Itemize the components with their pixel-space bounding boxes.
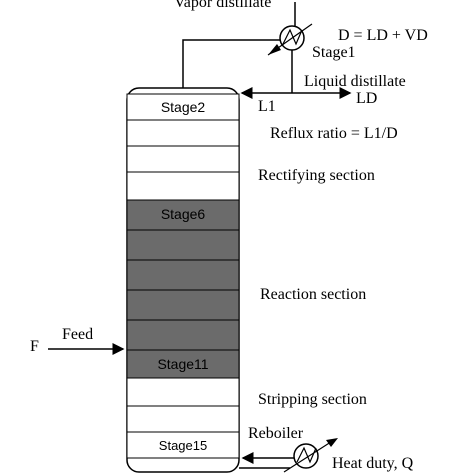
- vapor-distillate-label: Vapor distillate: [174, 0, 271, 11]
- liquid-distillate-label: Liquid distillate: [304, 73, 406, 90]
- stage15-label: Stage15: [159, 438, 207, 453]
- tray-stage15: [126, 431, 240, 459]
- feed-stream: F Feed: [30, 326, 125, 355]
- tray-stage6: [126, 199, 240, 231]
- tray-13: [126, 405, 240, 433]
- stage6-label: Stage6: [161, 206, 206, 222]
- reboiler-label: Reboiler: [248, 425, 304, 442]
- distillation-column: Stage2 Stage6 Stage11 Stage15: [126, 87, 240, 473]
- heat-duty-arrow: [326, 438, 338, 447]
- condenser-stage-label: Stage1: [312, 44, 356, 61]
- stage11-label: Stage11: [157, 356, 208, 372]
- stage2-label: Stage2: [161, 99, 206, 115]
- reboiler-coil: [296, 446, 317, 464]
- l1-label: L1: [258, 98, 276, 115]
- heat-duty-label: Heat duty, Q: [332, 455, 414, 472]
- tray-10: [126, 319, 240, 351]
- tray-5: [126, 171, 240, 201]
- tray-3: [126, 119, 240, 147]
- distillate-equation: D = LD + VD: [338, 27, 428, 44]
- tray-4: [126, 145, 240, 173]
- tray-9: [126, 289, 240, 321]
- reboiler-circle: [293, 443, 319, 469]
- tray-stage11: [126, 349, 240, 379]
- stripping-section-label: Stripping section: [258, 391, 367, 408]
- reboiler: Reboiler Heat duty, Q: [239, 425, 414, 473]
- overhead-piping: [182, 2, 352, 99]
- condenser: [267, 23, 313, 56]
- tray-7: [126, 229, 240, 261]
- reaction-section-label: Reaction section: [260, 286, 366, 303]
- reflux-ratio-label: Reflux ratio = L1/D: [270, 125, 398, 142]
- ld-label: LD: [356, 90, 377, 107]
- feed-label: Feed: [62, 326, 93, 343]
- tray-stage2: [126, 93, 240, 121]
- overhead-vapor-line: [182, 39, 280, 88]
- condenser-coolant-arrow: [268, 44, 281, 55]
- heat-duty-line: [283, 439, 335, 473]
- tray-8: [126, 259, 240, 291]
- rectifying-section-label: Rectifying section: [258, 167, 375, 184]
- feed-f-label: F: [30, 338, 39, 355]
- tray-12: [126, 377, 240, 407]
